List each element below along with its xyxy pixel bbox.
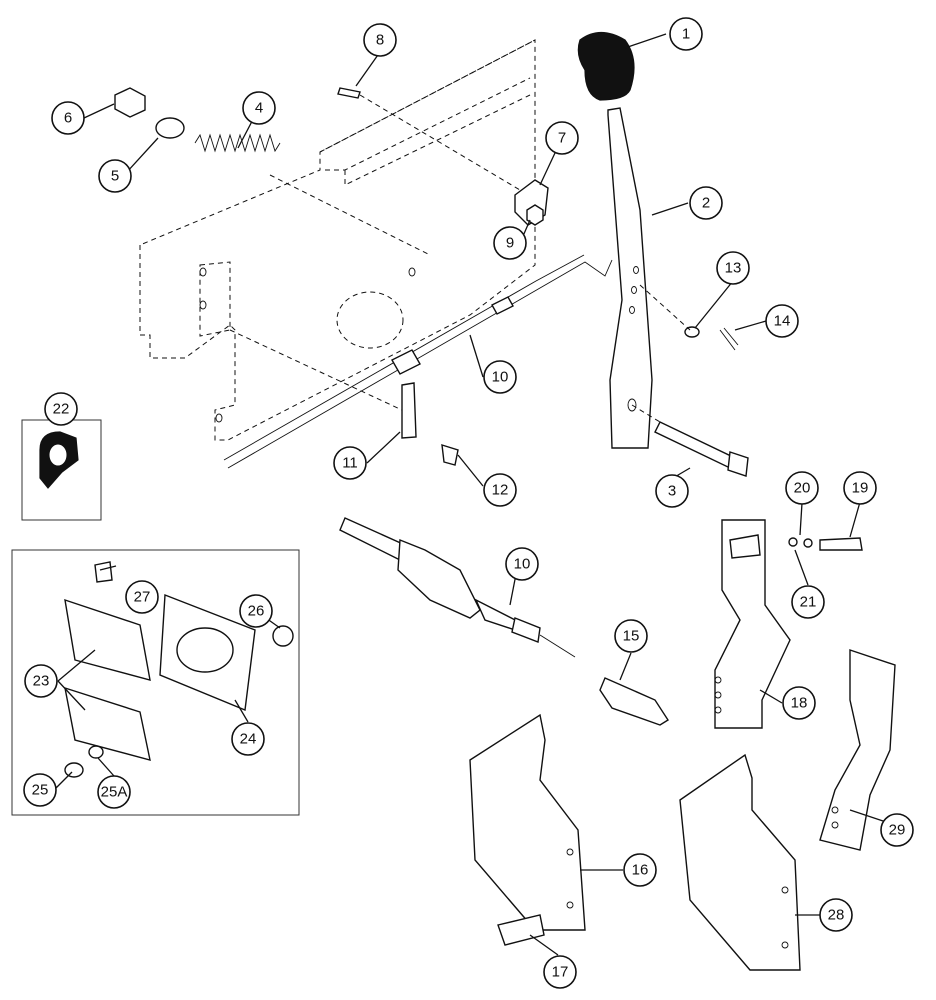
svg-text:16: 16 (632, 862, 649, 879)
callout-10-upper: 10 (483, 360, 517, 394)
svg-text:21: 21 (800, 594, 817, 611)
callout-11: 11 (333, 446, 367, 480)
callout-13: 13 (716, 251, 750, 285)
svg-text:8: 8 (376, 32, 384, 49)
svg-text:15: 15 (623, 628, 640, 645)
callout-4: 4 (242, 91, 276, 125)
callout-3: 3 (655, 474, 689, 508)
svg-text:9: 9 (506, 235, 514, 252)
callout-18: 18 (782, 686, 816, 720)
callout-14: 14 (765, 304, 799, 338)
svg-text:6: 6 (64, 110, 72, 127)
callout-29: 29 (880, 813, 914, 847)
callout-25: 25 (23, 773, 57, 807)
callout-16: 16 (623, 853, 657, 887)
callout-24: 24 (231, 722, 265, 756)
svg-text:26: 26 (248, 603, 265, 620)
svg-text:28: 28 (828, 907, 845, 924)
lever-pivot-bolt (631, 404, 749, 477)
lever-knob (577, 31, 635, 101)
washer-20a (788, 537, 798, 547)
callout-15: 15 (614, 619, 648, 653)
svg-text:7: 7 (558, 130, 566, 147)
clip-inset-box (21, 419, 102, 521)
svg-text:5: 5 (111, 168, 119, 185)
svg-text:1: 1 (682, 26, 690, 43)
washer-13 (684, 326, 700, 338)
svg-text:22: 22 (53, 401, 70, 418)
callout-17: 17 (543, 955, 577, 989)
bolt-19 (819, 537, 863, 551)
bolt-8 (337, 87, 361, 99)
spring (194, 133, 281, 153)
control-cable-upper (223, 254, 613, 469)
bracket-29 (819, 649, 896, 851)
svg-text:23: 23 (33, 673, 50, 690)
svg-text:17: 17 (552, 964, 569, 981)
svg-text:4: 4 (255, 100, 263, 117)
callout-2: 2 (689, 186, 723, 220)
callout-19: 19 (843, 471, 877, 505)
control-lever (607, 107, 653, 449)
callout-26: 26 (239, 594, 273, 628)
callout-25A: 25A (97, 775, 131, 809)
clamp-11 (401, 382, 417, 439)
svg-text:27: 27 (134, 589, 151, 606)
callout-21: 21 (791, 585, 825, 619)
bracket-18 (714, 519, 791, 729)
svg-text:10: 10 (492, 369, 509, 386)
svg-text:18: 18 (791, 695, 808, 712)
svg-text:11: 11 (342, 455, 358, 472)
svg-text:20: 20 (794, 480, 811, 497)
nut (114, 87, 146, 118)
cotter-pin-14 (719, 327, 739, 351)
svg-text:19: 19 (852, 480, 869, 497)
svg-text:29: 29 (889, 822, 906, 839)
callout-10-lower: 10 (505, 547, 539, 581)
cable-connector-15 (599, 677, 669, 726)
leader-lines (53, 33, 896, 956)
callout-7: 7 (545, 121, 579, 155)
callout-5: 5 (98, 159, 132, 193)
control-cable-lower (339, 517, 576, 658)
nut-9 (526, 204, 544, 226)
svg-text:14: 14 (774, 313, 791, 330)
washer-20b (803, 538, 813, 548)
callout-22: 22 (44, 392, 78, 426)
callout-9: 9 (493, 226, 527, 260)
seal-inset-box (11, 549, 300, 816)
callout-12: 12 (483, 473, 517, 507)
washer (155, 117, 185, 139)
svg-text:2: 2 (702, 195, 710, 212)
svg-text:25: 25 (32, 782, 49, 799)
callout-8: 8 (363, 23, 397, 57)
svg-text:10: 10 (514, 556, 531, 573)
callout-20: 20 (785, 471, 819, 505)
callout-23: 23 (24, 664, 58, 698)
screw-12 (441, 444, 459, 466)
callout-28: 28 (819, 898, 853, 932)
bracket-16 (469, 713, 586, 931)
svg-text:25A: 25A (101, 784, 128, 801)
bracket-28 (679, 753, 801, 971)
svg-text:13: 13 (725, 260, 742, 277)
svg-text:24: 24 (240, 731, 257, 748)
callout-1: 1 (669, 17, 703, 51)
mounting-panel (139, 39, 536, 441)
svg-text:3: 3 (668, 483, 676, 500)
callout-27: 27 (125, 580, 159, 614)
callout-6: 6 (51, 101, 85, 135)
svg-text:12: 12 (492, 482, 509, 499)
